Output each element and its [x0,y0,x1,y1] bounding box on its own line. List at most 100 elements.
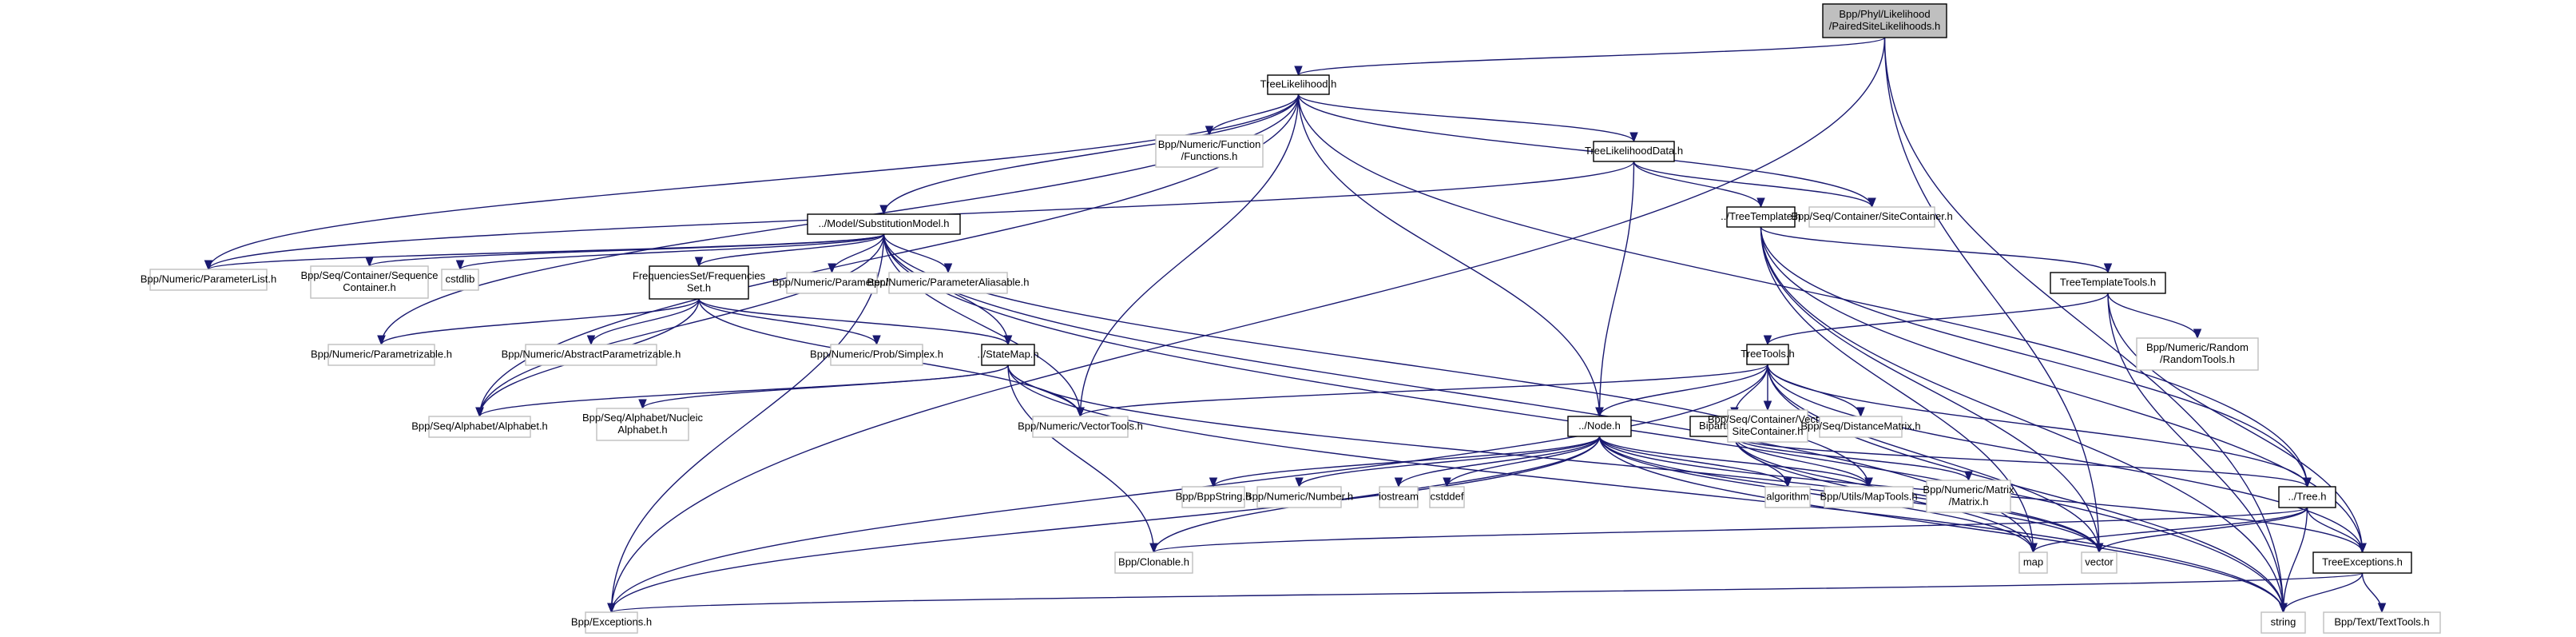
edge-root-to-vector [1883,37,2100,553]
edges-layer [204,37,2387,614]
edge-node-to-string [1598,436,2284,613]
node-box [525,344,657,366]
edge-substitutionmodel-to-sequencecontainer [368,233,885,267]
node-treelikelihood[interactable]: TreeLikelihood.h [1260,74,1337,95]
node-box [2081,551,2118,574]
edge-bipartitionlist-to-matrix [1733,436,1970,481]
node-label: ../Node.h [1578,420,1621,432]
edge-treeexceptions-to-string [2282,572,2364,613]
edge-treelikelihooddata-to-node [1598,161,1635,417]
node-box [1181,486,1245,508]
node-label: Bpp/Clonable.h [1118,555,1189,567]
node-label: ../Model/SubstitutionModel.h [818,217,949,229]
node-label: TreeLikelihood.h [1260,78,1337,90]
arrowhead-treetemplatetools-to-randomtools [2193,328,2202,340]
node-label: cstdlib [446,273,475,285]
arrowhead-treeexceptions-to-string [2279,603,2288,614]
node-label: Bpp/Numeric/AbstractParametrizable.h [502,348,681,360]
node-label: Bpp/Numeric/Number.h [1245,490,1353,502]
arrowhead-statemap-to-alphabet [475,407,484,418]
node-label: Bpp/Seq/Container/SiteContainer.h [1791,210,1952,222]
node-root[interactable]: Bpp/Phyl/Likelihood/PairedSiteLikelihood… [1822,3,1947,38]
edge-node-to-number [1298,436,1601,488]
node-frequenciesset[interactable]: FrequenciesSet/FrequenciesSet.h [633,265,766,300]
node-simplex: Bpp/Numeric/Prob/Simplex.h [810,344,943,366]
node-box [1567,416,1632,437]
node-label: /PairedSiteLikelihoods.h [1829,20,1940,32]
node-box [428,416,531,438]
node-substitutionmodel[interactable]: ../Model/SubstitutionModel.h [807,213,961,235]
edge-substitutionmodel-to-frequenciesset [698,233,885,267]
node-treetemplate[interactable]: ../TreeTemplate.h [1721,206,1801,228]
node-label: Container.h [343,281,396,293]
node-statemap[interactable]: ../StateMap.h [977,344,1039,366]
edge-node-to-clonable [1153,436,1601,553]
node-label: Bpp/Numeric/Matrix [1923,484,2014,496]
node-node[interactable]: ../Node.h [1567,416,1632,437]
edge-treelikelihood-to-node [1297,94,1601,417]
node-label: Bpp/Numeric/VectorTools.h [1018,420,1143,432]
node-label: Bpp/Numeric/Parameter.h [772,276,892,288]
arrowhead-treeexceptions-to-texttools [2377,603,2387,614]
edge-treeexceptions-to-texttools [2361,572,2383,613]
edge-treetemplate-to-map [1760,226,2034,553]
node-functions: Bpp/Numeric/Function/Functions.h [1155,134,1264,168]
node-treetools[interactable]: TreeTools.h [1740,344,1795,365]
node-box [1764,486,1811,508]
edge-treelikelihooddata-to-treetemplate [1633,161,1762,208]
node-box [585,611,638,634]
arrowhead-treetools-to-vectortools [1076,407,1085,418]
node-box [1819,416,1903,438]
node-abstractparametrizable: Bpp/Numeric/AbstractParametrizable.h [502,344,681,366]
edge-substitutionmodel-to-parameterlist [208,233,885,270]
node-label: /RandomTools.h [2160,353,2235,365]
node-label: Bpp/Utils/MapTools.h [1820,490,1917,502]
node-box [830,344,923,366]
node-box [441,269,479,291]
edge-substitutionmodel-to-exceptions [610,233,885,613]
node-tree[interactable]: ../Tree.h [2278,486,2336,508]
edge-statemap-to-vector [1007,364,2100,553]
node-label: ../Tree.h [2288,490,2327,502]
edge-treetools-to-treeexceptions [1767,364,2364,553]
node-label: TreeExceptions.h [2322,555,2403,567]
node-label: Bpp/Phyl/Likelihood [1839,8,1930,20]
arrowhead-frequenciesset-to-abstractparametrizable [586,335,596,346]
node-box [1114,551,1193,574]
arrowhead-bipartitionlist-to-algorithm [1783,477,1792,488]
node-box [1824,486,1914,508]
edge-treelikelihood-to-functions [1209,94,1300,136]
arrowhead-bipartitionlist-to-tree [2303,477,2312,488]
arrowhead-treelikelihood-to-substitutionmodel [879,205,888,216]
node-label: Bpp/Numeric/Prob/Simplex.h [810,348,943,360]
edge-treelikelihood-to-treelikelihooddata [1297,94,1635,142]
node-treeexceptions[interactable]: TreeExceptions.h [2312,551,2412,574]
node-box [2018,551,2048,574]
arrowhead-treetools-to-distancematrix [1856,407,1865,418]
arrowhead-node-to-cstddef [1443,477,1451,488]
node-label: algorithm [1766,490,1808,502]
edge-treetools-to-vector [1767,364,2100,553]
node-randomtools: Bpp/Numeric/Random/RandomTools.h [2136,337,2259,371]
arrowhead-treetools-to-vectorsitecontainer [1763,400,1772,412]
edge-node-to-bppstring [1213,436,1601,488]
nodes-layer: Bpp/Phyl/Likelihood/PairedSiteLikelihood… [141,3,2441,634]
edge-treetemplatetools-to-treetools [1767,293,2109,345]
node-label: iostream [1379,490,1419,502]
node-label: Bpp/Seq/Container/Vector [1708,413,1828,425]
node-box [1429,486,1465,508]
edge-treelikelihood-to-vectortools [1079,94,1300,417]
node-treetemplatetools[interactable]: TreeTemplateTools.h [2050,272,2166,294]
node-iostream: iostream [1379,486,1419,508]
node-cstddef: cstddef [1429,486,1465,508]
edge-treetemplate-to-string [1760,226,2284,613]
node-box [596,408,689,441]
node-box [1808,206,1935,228]
node-label: /Matrix.h [1949,496,1989,508]
node-matrix: Bpp/Numeric/Matrix/Matrix.h [1923,480,2014,513]
node-treelikelihooddata[interactable]: TreeLikelihoodData.h [1585,141,1683,162]
edge-frequenciesset-to-abstractparametrizable [590,298,700,345]
